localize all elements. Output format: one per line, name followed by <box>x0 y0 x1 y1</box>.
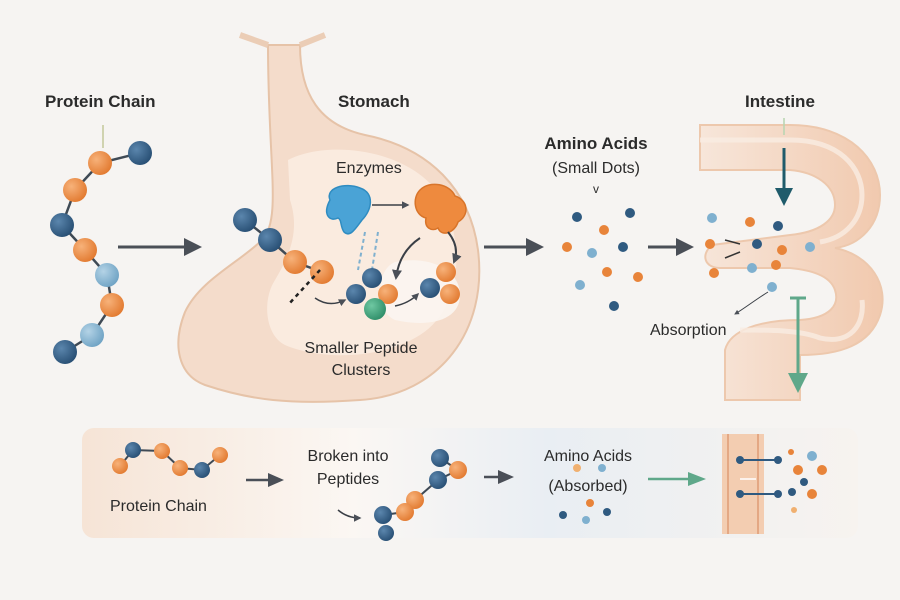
intestine-input-arrow <box>775 118 793 206</box>
enzymes-label: Enzymes <box>336 160 402 177</box>
summary-peptides <box>337 449 467 541</box>
absorption-arrow <box>788 296 808 393</box>
summary-protein-chain-label: Protein Chain <box>110 498 207 515</box>
summary-protein-chain <box>112 442 228 478</box>
smaller-peptide-label-line1: Smaller Peptide <box>304 340 418 357</box>
enzyme-blue-icon <box>326 184 372 235</box>
stomach-label: Stomach <box>338 92 410 111</box>
amino-acids-label: Amino Acids <box>544 134 648 153</box>
summary-panel <box>82 428 858 538</box>
summary-broken-label-line2: Peptides <box>316 471 380 488</box>
absorption-label: Absorption <box>650 322 727 339</box>
arrow-stomach-to-amino <box>484 238 544 256</box>
peptide-chain-in-stomach <box>233 208 334 306</box>
summary-arrow-2 <box>484 470 514 484</box>
protein-chain-label: Protein Chain <box>45 92 156 111</box>
small-dots-mark: v <box>593 182 599 196</box>
amino-acid-dots <box>562 208 643 311</box>
enzyme-action-arrows <box>314 201 462 307</box>
smaller-peptide-label-line2: Clusters <box>331 362 391 379</box>
intestine-dots <box>705 213 815 315</box>
protein-chain-left <box>50 125 152 364</box>
peptide-cluster-center <box>346 268 398 320</box>
peptide-cluster-right <box>420 262 460 304</box>
summary-absorbed-dots <box>788 449 827 513</box>
summary-broken-label-line1: Broken into <box>307 448 389 465</box>
summary-absorb-arrow <box>648 472 706 486</box>
summary-amino-dots <box>559 464 611 524</box>
summary-amino-label-line2: (Absorbed) <box>548 478 628 495</box>
arrow-amino-to-intestine <box>648 238 694 256</box>
small-dots-label: (Small Dots) <box>551 160 641 177</box>
intestine-shape <box>699 124 884 401</box>
arrow-chain-to-stomach <box>118 238 202 256</box>
summary-amino-label-line1: Amino Acids <box>543 448 633 465</box>
summary-arrow-1 <box>246 473 284 487</box>
summary-intestine-wall <box>722 434 782 534</box>
intestine-label: Intestine <box>745 92 815 111</box>
